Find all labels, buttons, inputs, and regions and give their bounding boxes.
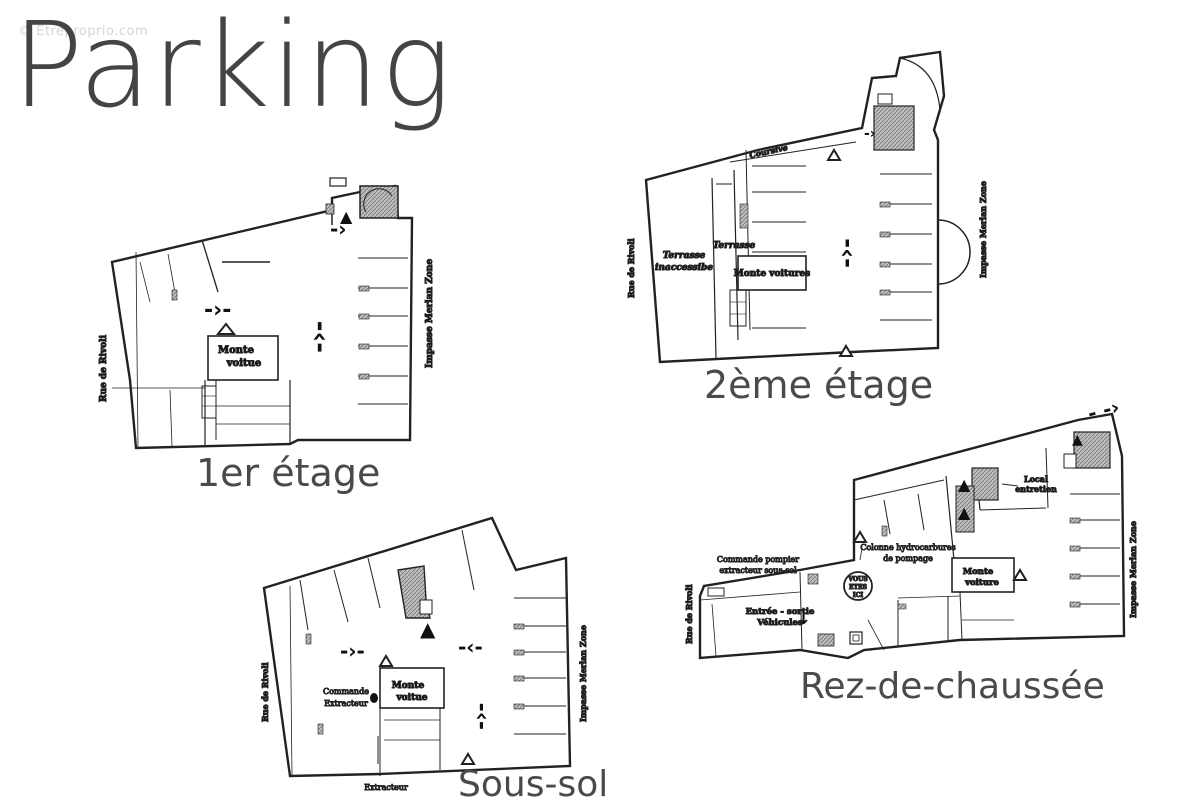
svg-text:-›-: -›- bbox=[469, 703, 494, 730]
svg-text:-›-: -›- bbox=[204, 298, 231, 323]
basement-lift-box bbox=[379, 667, 445, 709]
first-floor-caption: 1er étage bbox=[196, 451, 380, 495]
basement-lift-label-2: voitue bbox=[395, 693, 427, 703]
ground-pump-2: de pompage bbox=[883, 554, 933, 563]
first-floor-lift-box bbox=[207, 335, 279, 381]
page-title: Parking bbox=[12, 0, 453, 134]
ground-floor-lift-box bbox=[951, 557, 1015, 593]
plan-basement: -›- -‹- ▲ -›- Monte voitue Commande Extr… bbox=[260, 516, 589, 793]
plan-ground-floor: - -› ▲ ▲ ▲ ↓ Commande pompier extracteur… bbox=[684, 395, 1139, 660]
plan-first-floor: -›- -› -›- ▲ Monte voitue Rue de Rivoli … bbox=[99, 177, 436, 450]
svg-text:▲: ▲ bbox=[420, 617, 436, 641]
ground-maintenance-1: Local bbox=[1024, 474, 1048, 484]
second-floor-terrace-inaccessible-2: inaccessibe bbox=[655, 263, 713, 273]
svg-text:-›-: -›- bbox=[304, 321, 334, 353]
svg-text:- -›: - -› bbox=[1085, 395, 1122, 426]
basement-extractor-control-2: Extracteur bbox=[324, 699, 368, 708]
svg-text:-‹-: -‹- bbox=[458, 635, 483, 659]
svg-text:-›-: -›- bbox=[340, 639, 365, 663]
ground-pump-1: Colonne hydrocarbures bbox=[860, 543, 955, 552]
ground-fire-control-1: Commande pompier bbox=[717, 555, 799, 564]
svg-text:▲: ▲ bbox=[1072, 432, 1083, 448]
svg-text:↓: ↓ bbox=[796, 608, 811, 629]
first-floor-lift-label-1: Monte bbox=[218, 345, 254, 356]
basement-extractor-control-1: Commande bbox=[323, 687, 369, 696]
ground-maintenance-2: entretien bbox=[1015, 484, 1057, 494]
svg-text:▲: ▲ bbox=[958, 503, 971, 522]
you-are-here-3: ICI bbox=[853, 592, 864, 599]
first-floor-lift-label-2: voitue bbox=[226, 358, 262, 369]
you-are-here-1: VOUS bbox=[847, 576, 867, 583]
you-are-here-marker bbox=[843, 571, 873, 601]
svg-text:▲: ▲ bbox=[340, 207, 353, 226]
first-floor-street-left: Rue de Rivoli bbox=[99, 334, 109, 402]
basement-extractor: Extracteur bbox=[364, 783, 408, 792]
basement-street-right: Impasse Merlan Zone bbox=[578, 625, 588, 722]
second-floor-terrace: Terrasse bbox=[713, 241, 756, 251]
ground-lift-label-2: voiture bbox=[964, 578, 999, 588]
basement-outline bbox=[262, 516, 572, 778]
ground-floor-caption: Rez-de-chaussée bbox=[800, 666, 1105, 707]
second-floor-walkway: Coursive bbox=[748, 142, 788, 160]
ground-lift-label-1: Monte bbox=[963, 567, 994, 577]
second-floor-outline bbox=[644, 50, 946, 364]
ground-entrance-1: Entrée - sortie bbox=[746, 606, 815, 617]
first-floor-street-right: Impasse Merlan Zone bbox=[425, 259, 435, 368]
ground-fire-control-2: extracteur sous-sol bbox=[719, 566, 797, 575]
ground-floor-outline bbox=[698, 412, 1126, 660]
second-floor-terrace-inaccessible-1: Terrasse bbox=[663, 251, 706, 261]
basement-street-left: Rue de Rivoli bbox=[260, 662, 270, 722]
plan-second-floor: -›- -› Terrasse inaccessibe Terrasse Cou… bbox=[626, 50, 989, 364]
second-floor-street-left: Rue de Rivoli bbox=[626, 238, 636, 298]
svg-text:-›: -› bbox=[330, 217, 347, 241]
basement-lift-label-1: Monte bbox=[392, 681, 425, 691]
watermark: © Etreproprio.com bbox=[18, 24, 149, 39]
second-floor-caption: 2ème étage bbox=[704, 363, 933, 407]
you-are-here-2: ETES bbox=[849, 584, 867, 591]
second-floor-lift-label: Monte voitures bbox=[734, 269, 810, 279]
ground-street-right: Impasse Merlan Zone bbox=[1128, 521, 1138, 618]
second-floor-street-right: Impasse Merlan Zone bbox=[978, 181, 988, 278]
svg-text:▲: ▲ bbox=[958, 475, 971, 494]
basement-caption: Sous-sol bbox=[458, 764, 608, 800]
ground-entrance-2: Véhicules bbox=[756, 617, 803, 628]
ground-street-left: Rue de Rivoli bbox=[684, 584, 694, 644]
svg-text:-›: -› bbox=[864, 126, 876, 142]
second-floor-lift-box bbox=[737, 255, 807, 291]
svg-text:-›-: -›- bbox=[832, 238, 860, 268]
first-floor-outline bbox=[110, 184, 414, 450]
